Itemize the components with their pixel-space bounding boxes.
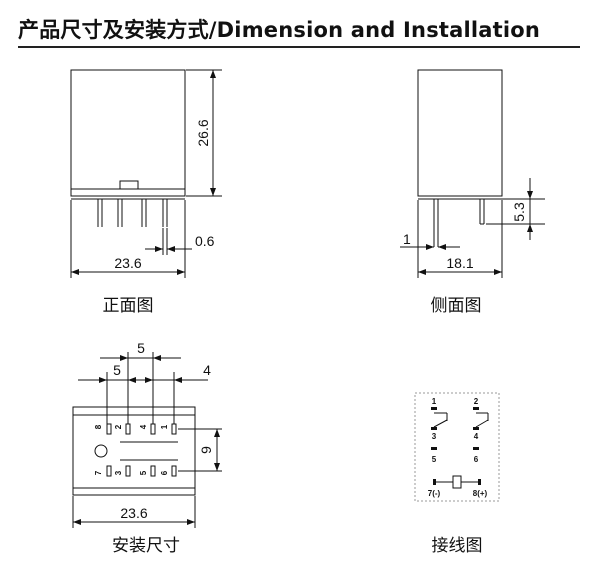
- coil-positive-label: 8(+): [473, 489, 488, 498]
- terminal-label: 3: [432, 432, 437, 441]
- terminal-label: 2: [474, 397, 479, 406]
- mounting-view-caption: 安装尺寸: [112, 536, 180, 556]
- terminal-label: 5: [432, 455, 437, 464]
- mounting-pitch-inner-label: 5: [137, 340, 145, 356]
- front-view-body: [70, 69, 186, 197]
- mounting-outline: [72, 406, 196, 496]
- mounting-width-label: 23.6: [120, 505, 147, 521]
- terminal-label: 6: [474, 455, 479, 464]
- side-view-caption: 侧面图: [431, 296, 482, 316]
- title-underline: [18, 46, 580, 48]
- terminal-label: 4: [474, 432, 479, 441]
- mounting-pin-label: 3: [114, 470, 123, 475]
- mounting-pitch-outer-label: 5: [113, 362, 121, 378]
- mounting-pin-label: 8: [94, 424, 103, 429]
- mounting-hole: [94, 444, 108, 458]
- front-view: [70, 69, 222, 278]
- mounting-pin-label: 5: [139, 470, 148, 475]
- wiring-diagram: [414, 392, 500, 502]
- terminal-label: 1: [432, 397, 437, 406]
- front-view-window: [119, 180, 139, 190]
- side-view-body: [417, 69, 503, 197]
- mounting-pin-label: 7: [94, 470, 103, 475]
- wiring-diagram-caption: 接线图: [432, 536, 483, 556]
- side-pin-length-label: 5.3: [511, 202, 527, 222]
- wiring-frame: [414, 392, 500, 502]
- mounting-pin-label: 4: [139, 424, 148, 429]
- mounting-pin-label: 6: [160, 470, 169, 475]
- side-width-label: 18.1: [446, 255, 473, 271]
- coil: [452, 475, 462, 489]
- front-width-label: 23.6: [114, 255, 141, 271]
- page-title: 产品尺寸及安装方式/Dimension and Installation: [18, 18, 541, 42]
- front-height-label: 26.6: [195, 119, 211, 146]
- front-pin-width-label: 0.6: [195, 233, 215, 249]
- mounting-pin-label: 1: [160, 424, 169, 429]
- front-view-caption: 正面图: [103, 296, 154, 316]
- mounting-pin-label: 2: [114, 424, 123, 429]
- mounting-pitch-right-label: 4: [203, 362, 211, 378]
- coil-negative-label: 7(-): [428, 489, 441, 498]
- side-pin-offset-label: 1: [403, 231, 411, 247]
- mounting-view: [72, 352, 222, 528]
- mounting-row-spacing-label: 9: [198, 446, 214, 454]
- side-view: [400, 69, 545, 278]
